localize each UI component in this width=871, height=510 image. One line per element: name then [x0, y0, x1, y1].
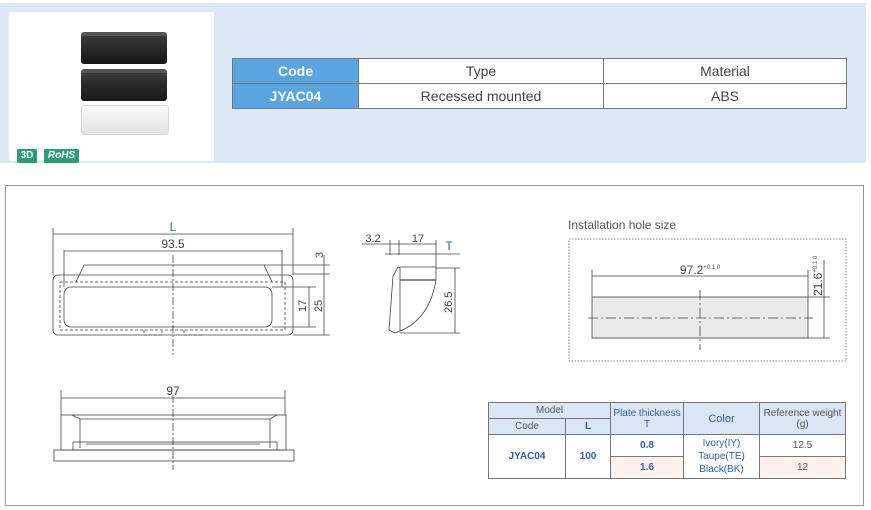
dim-17: 17	[297, 300, 309, 312]
header-code: Code	[232, 58, 359, 84]
dim-L: L	[170, 220, 177, 234]
cell-type: Recessed mounted	[358, 83, 604, 109]
header-type: Type	[358, 58, 604, 84]
dim-26-5: 26.5	[443, 292, 455, 313]
cell-model-code: JYAC04	[488, 434, 566, 479]
cell-material: ABS	[603, 83, 847, 109]
dim-side-17: 17	[412, 233, 424, 245]
dim-3: 3	[314, 252, 326, 258]
color-taupe: Taupe(TE)	[698, 451, 745, 462]
color-ivory: Ivory(IY)	[702, 438, 741, 449]
hole-width-tolerance: +0.1 0	[703, 265, 721, 271]
product-image-black-1	[81, 32, 167, 64]
installation-hole-view: 97.2+0.1 0 21.6+0.1 0	[568, 238, 847, 362]
header-L: L	[565, 418, 611, 435]
spec-table: Model Plate thickness T Color Reference …	[488, 402, 846, 479]
dim-3-2: 3.2	[365, 233, 380, 245]
side-view: 3.2 17 T 26.5	[362, 233, 460, 334]
header-color: Color	[683, 402, 760, 435]
cell-plate-1: 1.6	[610, 456, 684, 479]
3d-badge: 3D	[17, 149, 37, 163]
front-view: L 93.5 3 17 25	[52, 220, 330, 355]
hole-width: 97.2+0.1 0	[680, 263, 721, 277]
dim-T: T	[445, 239, 453, 253]
cell-code: JYAC04	[232, 83, 359, 109]
bottom-view: 97	[53, 384, 295, 470]
drawing-panel	[5, 185, 864, 506]
header-model: Model	[488, 402, 611, 419]
dim-25: 25	[313, 300, 325, 312]
dim-93-5: 93.5	[161, 237, 185, 251]
hole-height-tolerance: +0.1 0	[813, 255, 819, 273]
product-image-black-2	[81, 69, 167, 101]
dim-97: 97	[166, 384, 180, 398]
cell-plate-0: 0.8	[610, 434, 684, 457]
header-reference-weight: Reference weight (g)	[759, 402, 846, 435]
hole-height: 21.6+0.1 0	[811, 255, 825, 296]
header-plate-thickness: Plate thickness T	[610, 402, 684, 435]
product-photo: 3D RoHS	[9, 12, 214, 163]
cell-L: 100	[565, 434, 611, 479]
color-black: Black(BK)	[699, 464, 744, 475]
rohs-badge: RoHS	[44, 149, 79, 163]
cell-weight-0: 12.5	[759, 434, 846, 457]
product-info-table: Code Type Material JYAC04 Recessed mount…	[232, 58, 847, 109]
cell-colors: Ivory(IY) Taupe(TE) Black(BK)	[683, 434, 760, 479]
cell-weight-1: 12	[759, 456, 846, 479]
installation-hole-label: Installation hole size	[568, 218, 677, 232]
product-image-ivory	[81, 105, 169, 135]
header-code: Code	[488, 418, 566, 435]
header-material: Material	[603, 58, 847, 84]
